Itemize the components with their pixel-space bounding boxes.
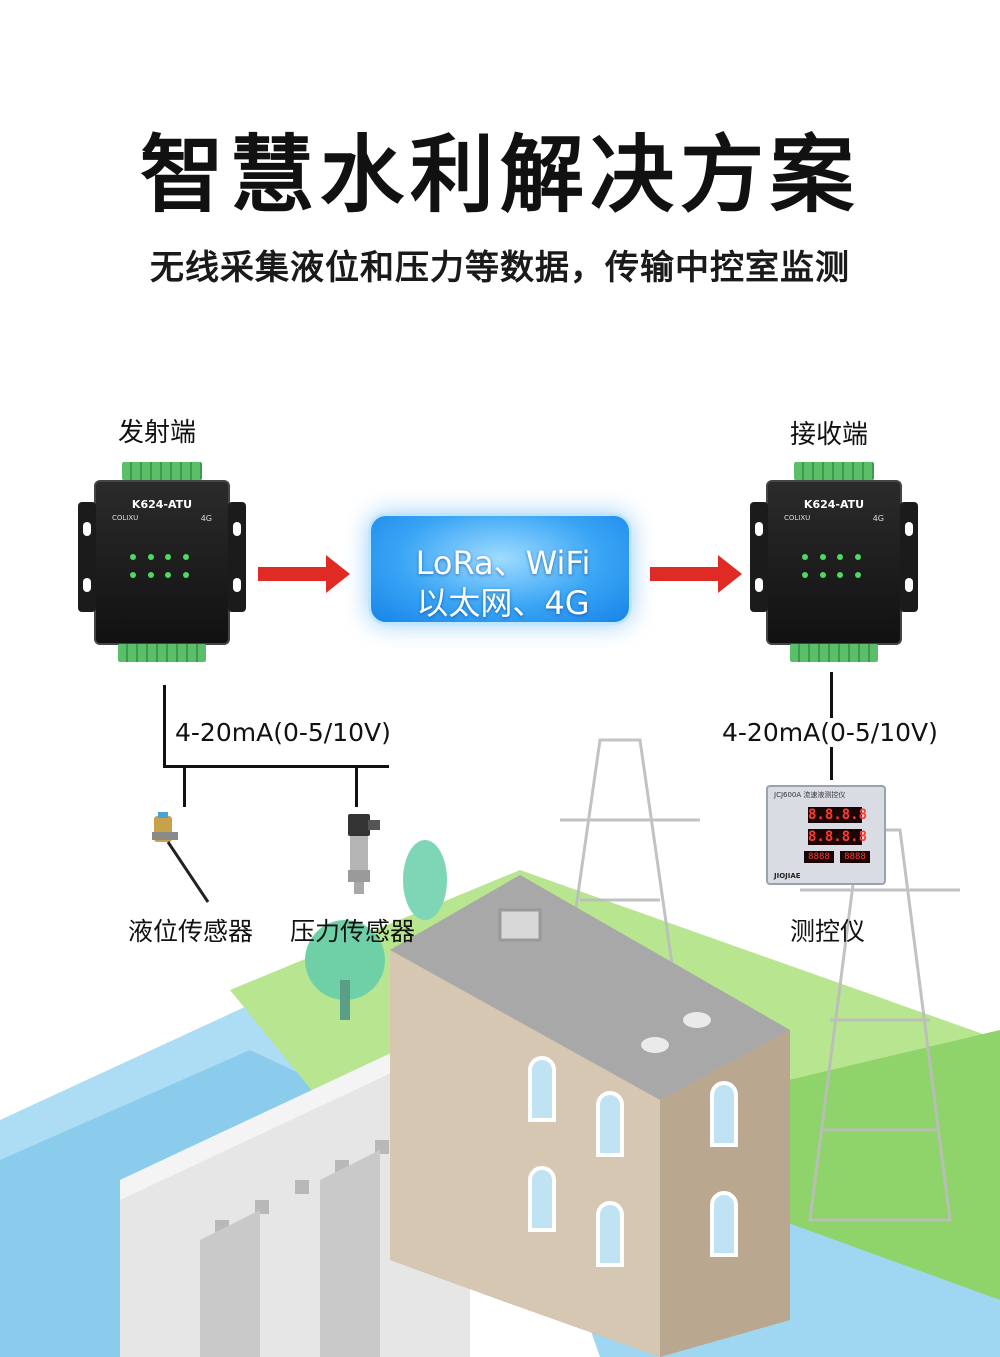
sender-label: 发射端 <box>118 418 197 448</box>
mount-ear-right <box>228 502 246 612</box>
mount-ear-left <box>750 502 768 612</box>
wire <box>183 765 186 807</box>
meter-display: 8888 <box>804 851 834 863</box>
network-line-2: 以太网、4G <box>416 584 590 622</box>
signal-label-right: 4-20mA(0-5/10V) <box>720 718 940 747</box>
led-icon <box>854 572 861 578</box>
meter-display: 8.8.8.8 <box>808 829 868 845</box>
meter-title: JCJ600A 流速液测控仪 <box>774 791 846 799</box>
meter-brand: JIOJIAE <box>774 872 801 880</box>
signal-label-left: 4-20mA(0-5/10V) <box>175 718 391 747</box>
led-icon <box>130 572 136 578</box>
network-badge: LoRa、WiFi 以太网、4G <box>368 513 632 625</box>
level-sensor-icon <box>152 812 210 903</box>
arrow-right-icon <box>258 555 350 593</box>
device-model: K624-ATU <box>131 498 193 511</box>
meter-label: 测控仪 <box>790 917 866 946</box>
wire <box>163 765 389 768</box>
meter-display: 8.8.8.8 <box>808 807 868 823</box>
led-icon <box>182 554 189 560</box>
dam-illustration <box>0 738 1000 1357</box>
led-panel <box>130 554 200 578</box>
device-brand: COLIXU <box>112 514 139 522</box>
led-panel <box>802 554 872 578</box>
receiver-device: K624-ATU COLIXU 4G <box>750 462 918 662</box>
meter-display: 8888 <box>840 851 870 863</box>
wire <box>163 685 166 767</box>
pressure-sensor-icon <box>348 814 380 894</box>
wire <box>355 765 358 807</box>
led-icon <box>837 572 843 578</box>
pressure-sensor-label: 压力传感器 <box>290 917 416 946</box>
device-brand: COLIXU <box>784 514 811 522</box>
page-subtitle: 无线采集液位和压力等数据，传输中控室监测 <box>150 248 850 288</box>
led-icon <box>147 572 154 578</box>
water-conservancy-scene <box>0 700 1000 1357</box>
terminal-block-top <box>122 462 202 480</box>
led-icon <box>802 554 808 560</box>
level-sensor-label: 液位传感器 <box>128 917 254 946</box>
led-icon <box>837 554 843 560</box>
receiver-label: 接收端 <box>790 420 869 450</box>
device-variant: 4G <box>200 514 212 523</box>
page-title: 智慧水利解决方案 <box>139 126 860 224</box>
mount-ear-right <box>900 502 918 612</box>
arrow-right-icon <box>650 555 742 593</box>
terminal-block-bottom <box>118 644 206 662</box>
led-icon <box>147 554 154 560</box>
network-line-1: LoRa、WiFi <box>415 544 591 582</box>
led-icon <box>802 572 808 578</box>
led-icon <box>165 554 171 560</box>
led-icon <box>130 554 136 560</box>
meter-device: JCJ600A 流速液测控仪 8.8.8.8 8.8.8.8 8888 8888… <box>766 785 886 885</box>
led-icon <box>854 554 861 560</box>
sender-device: K624-ATU COLIXU 4G <box>78 462 246 662</box>
led-icon <box>165 572 171 578</box>
led-icon <box>819 572 826 578</box>
mount-ear-left <box>78 502 96 612</box>
device-model: K624-ATU <box>803 498 865 511</box>
terminal-block-top <box>794 462 874 480</box>
terminal-block-bottom <box>790 644 878 662</box>
device-variant: 4G <box>872 514 884 523</box>
led-icon <box>182 572 189 578</box>
led-icon <box>819 554 826 560</box>
